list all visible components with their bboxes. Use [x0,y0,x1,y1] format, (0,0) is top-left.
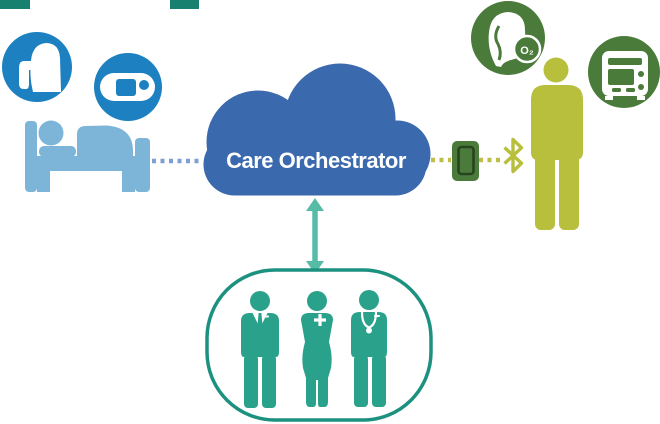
bus-sign [608,58,642,65]
patient-head-inhaler-icon [2,32,72,102]
device-dial [139,80,149,90]
device-screen [116,79,136,96]
nurse-icon [301,291,333,407]
bed-footboard [135,138,150,192]
pocket-detail [263,315,269,318]
bluetooth-icon [503,137,524,174]
physician-head [359,290,379,310]
head-profile [30,43,61,92]
sleeper-arm [39,146,76,157]
patient-torso [531,85,583,160]
background-panel [451,276,660,424]
bus-windshield [608,69,634,85]
care-manager-icon [241,291,279,408]
care-manager-leg-left [244,355,258,408]
blanket [77,125,133,157]
bus-light-top [638,71,644,77]
corner-mark-left [0,0,30,9]
oxygen-badge [512,34,542,64]
bus-vent-left [612,88,621,92]
bus-light-bottom [638,84,644,90]
patient-leg-left [535,150,555,230]
physician-leg-left [354,355,368,407]
oxygen-label: O₂ [520,45,534,57]
airway-line [494,25,502,61]
nurse-head [307,291,327,311]
phone-screen [457,145,475,176]
cloud-title: Care Orchestrator [226,148,407,173]
physician-leg-right [372,355,386,407]
inhaler [19,61,33,89]
badge-detail [374,315,380,317]
bus-vent-right [626,88,635,92]
nurse-cross-v [318,314,322,326]
mobile-device-icon [452,141,479,181]
corner-mark-center [170,0,199,9]
cloud-body [203,63,431,196]
double-arrow-cloud-to-care-team [306,198,324,274]
patient-head [543,57,569,83]
care-manager-torso [241,313,279,357]
therapy-device-icon [94,53,162,121]
patient-in-bed-icon [25,120,150,192]
care-manager-head [250,291,270,311]
physician-torso [351,312,387,357]
sleeper-head [38,120,64,146]
suit-tie [257,313,263,331]
bed-leg-right [122,171,135,192]
cloud: Care Orchestrator [200,60,434,199]
patient-leg-right [559,150,579,230]
bus-wheel-right [637,96,645,100]
stethoscope-pendant [366,327,372,334]
care-manager-leg-right [262,355,276,408]
standing-patient-icon [531,57,583,230]
respiratory-oxygen-icon: O₂ [471,1,545,75]
bed-leg-left [37,171,50,192]
nurse-body [301,313,333,407]
transport-bus-icon [588,36,660,108]
bus-wheel-left [605,96,613,100]
physician-icon [351,290,387,407]
bed-rail [30,156,142,171]
